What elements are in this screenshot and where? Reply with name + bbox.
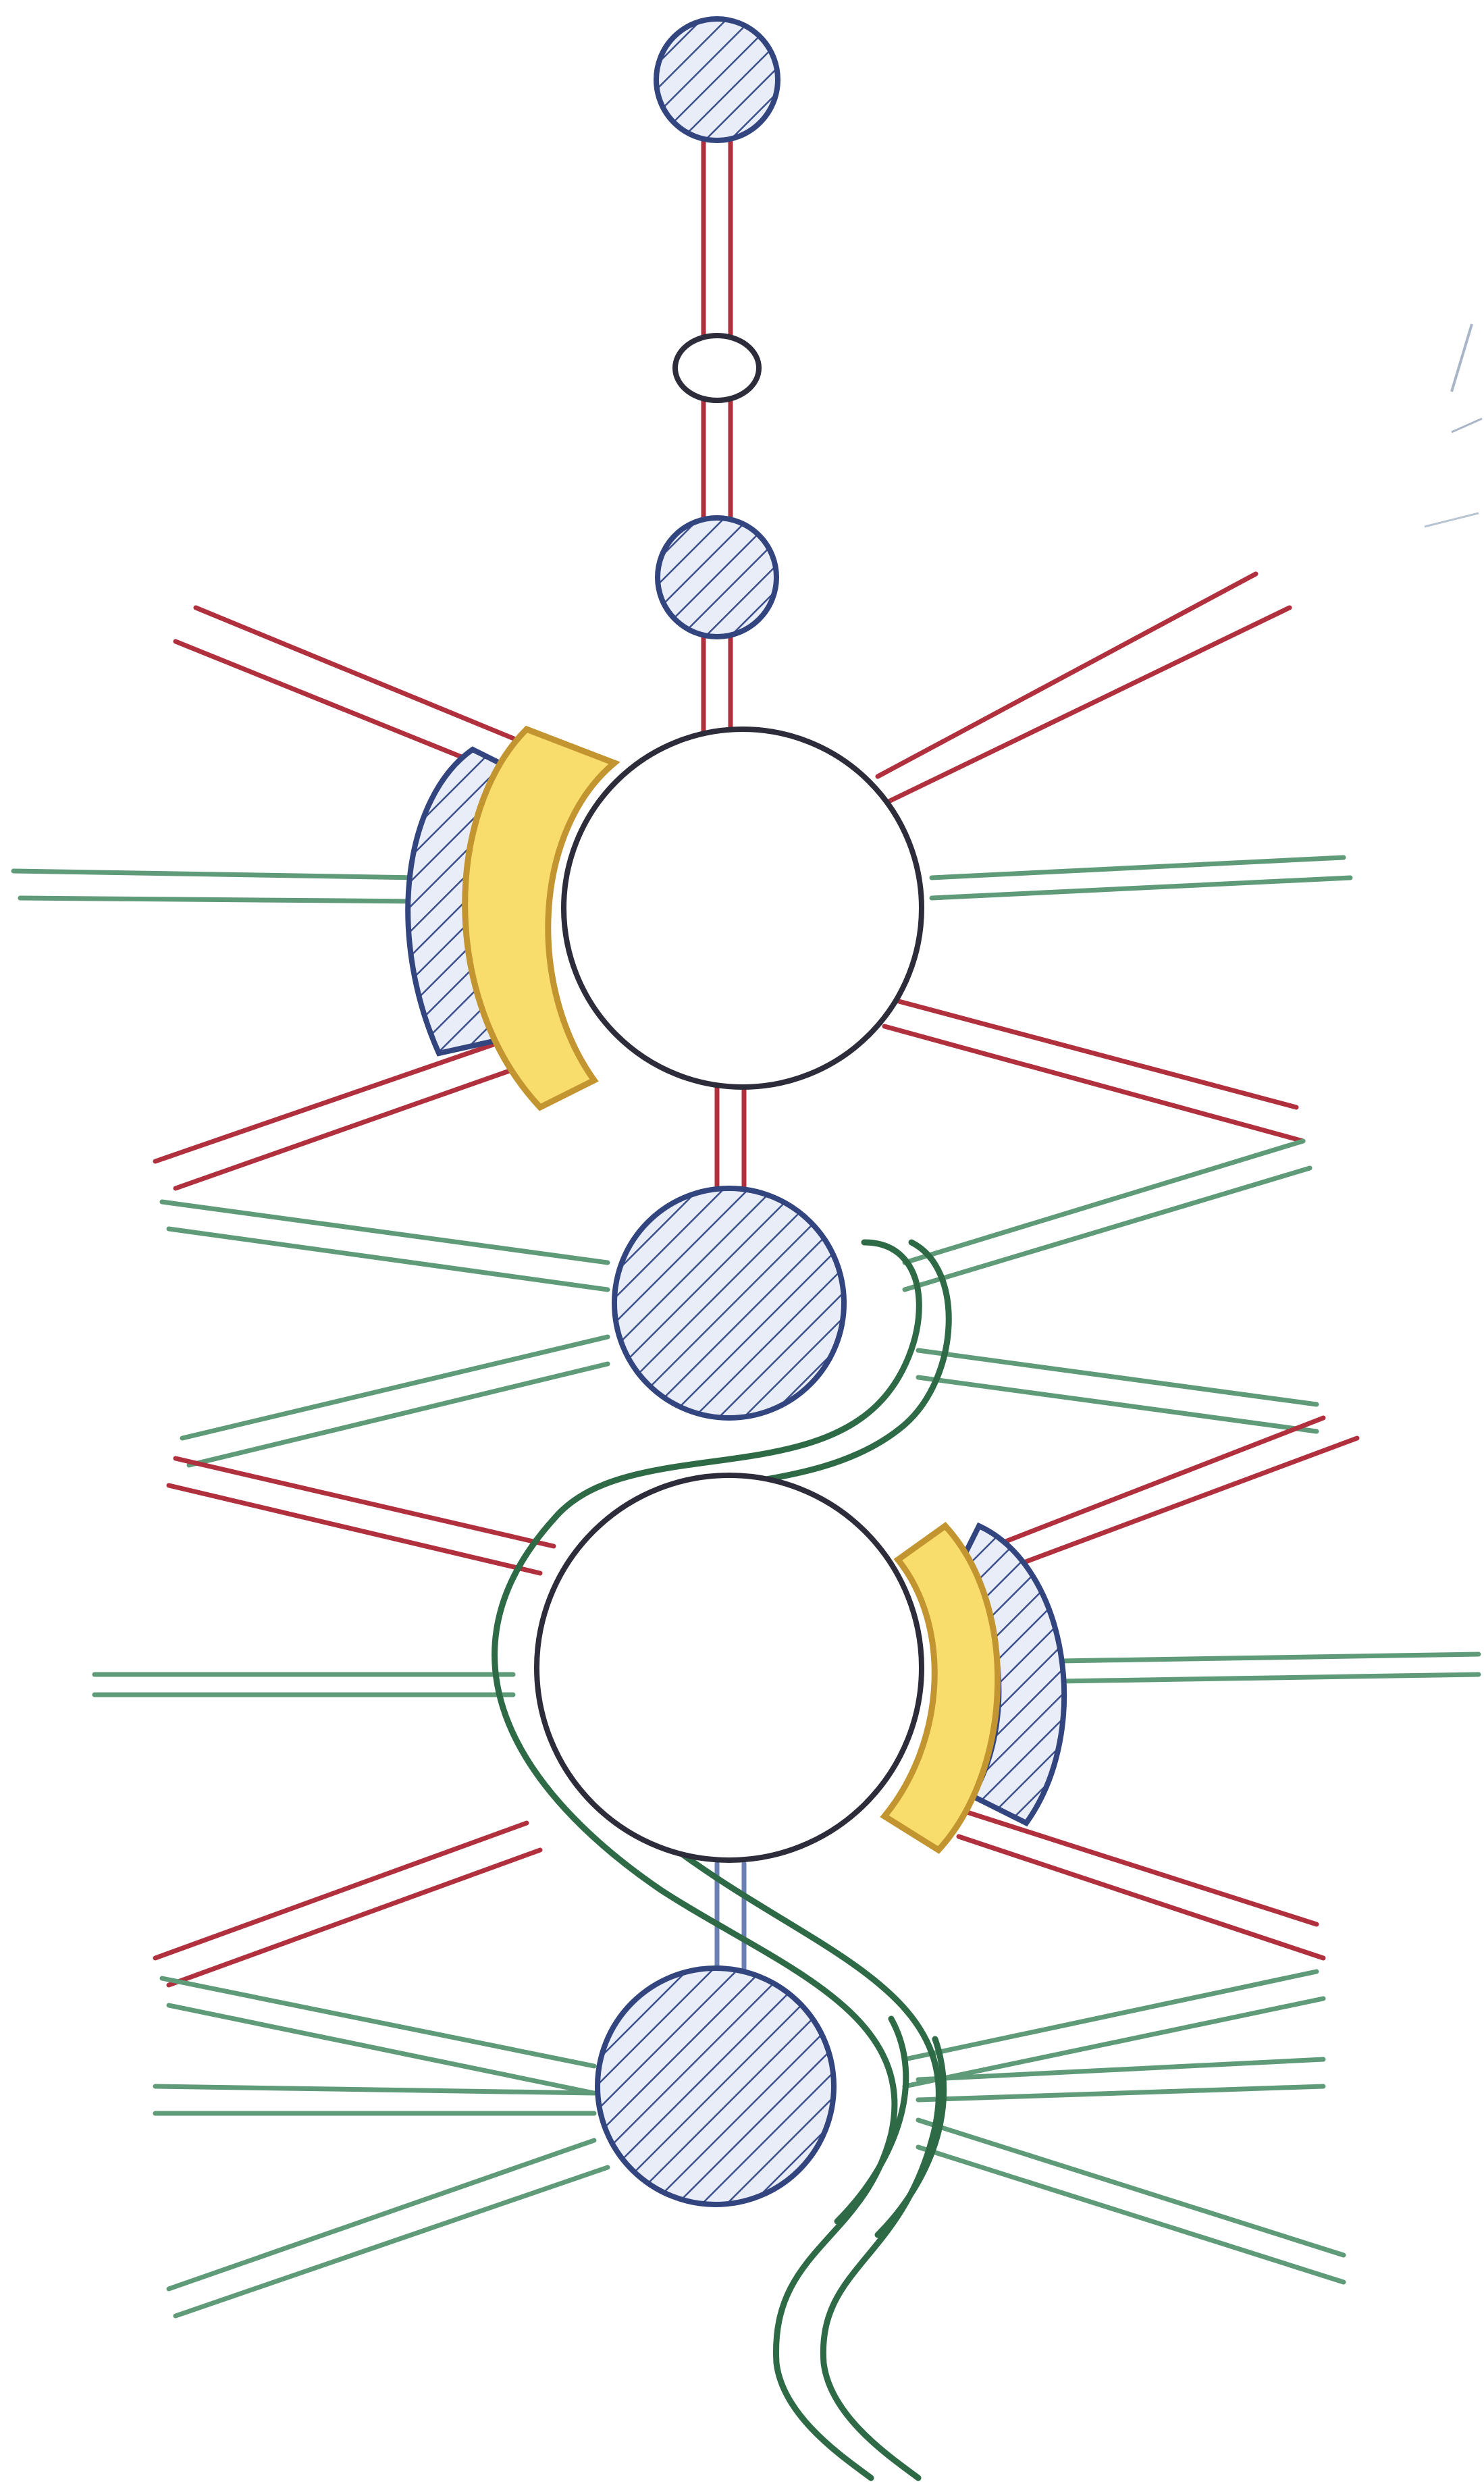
hatched-sphere-bottom bbox=[598, 1968, 834, 2204]
large-open-sphere-upper bbox=[564, 729, 922, 1087]
small-open-node bbox=[675, 336, 759, 400]
small-hatched-sphere-upper bbox=[658, 518, 776, 637]
large-open-sphere-lower bbox=[537, 1475, 922, 1860]
faint-pencil-marks bbox=[1425, 324, 1482, 527]
small-hatched-sphere-top bbox=[656, 19, 778, 140]
hatched-sphere-middle bbox=[614, 1188, 844, 1418]
